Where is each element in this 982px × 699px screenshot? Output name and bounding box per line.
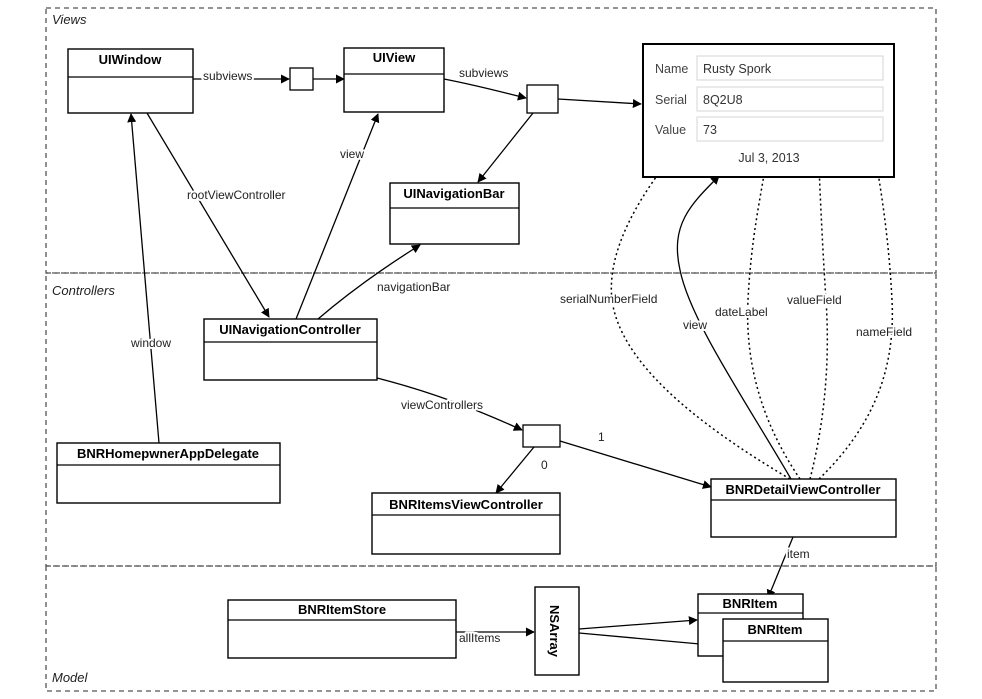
zone-label-model: Model bbox=[52, 670, 89, 685]
edge-labels: subviews subviews view rootViewControlle… bbox=[128, 64, 914, 647]
label-index-zero: 0 bbox=[541, 458, 548, 472]
zone-model: Model bbox=[45, 565, 937, 692]
edge-view bbox=[295, 113, 380, 320]
ns-array-box: NSArray bbox=[534, 586, 580, 676]
value-field bbox=[696, 116, 884, 142]
label-item: item bbox=[787, 547, 810, 561]
zone-label-views: Views bbox=[52, 12, 87, 27]
label-all-items: allItems bbox=[459, 631, 500, 645]
label-window: window bbox=[130, 336, 171, 350]
ui-window-box: UIWindow bbox=[67, 48, 194, 114]
ns-array-title: NSArray bbox=[547, 605, 562, 658]
name-label: Name bbox=[655, 62, 688, 76]
zone-label-controllers: Controllers bbox=[52, 283, 115, 298]
serial-label: Serial bbox=[655, 93, 687, 107]
edge-navigation-bar bbox=[317, 244, 421, 320]
edge-view-subviews bbox=[443, 78, 527, 101]
edge-detail-view bbox=[676, 175, 792, 480]
edge-array-item-back bbox=[578, 616, 698, 630]
item-back-title: BNRItem bbox=[723, 596, 778, 611]
ui-navigation-bar-box: UINavigationBar bbox=[389, 182, 520, 245]
zone-controllers: Controllers bbox=[45, 272, 937, 567]
app-delegate-box: BNRHomepwnerAppDelegate bbox=[56, 442, 281, 504]
label-view-controllers: viewControllers bbox=[401, 398, 483, 412]
ui-window-title: UIWindow bbox=[99, 52, 163, 67]
items-view-controller-box: BNRItemsViewController bbox=[371, 492, 561, 555]
label-window-subviews: subviews bbox=[203, 69, 252, 83]
ui-navigation-controller-title: UINavigationController bbox=[219, 322, 361, 337]
label-date-label: dateLabel bbox=[715, 305, 768, 319]
subviews-collection-node-view bbox=[526, 84, 559, 114]
edge-date-label bbox=[746, 162, 801, 480]
item-store-box: BNRItemStore bbox=[227, 599, 457, 659]
label-value-field: valueField bbox=[787, 293, 842, 307]
name-field bbox=[696, 55, 884, 81]
label-index-one: 1 bbox=[598, 430, 605, 444]
detail-view-controller-title: BNRDetailViewController bbox=[725, 482, 880, 497]
detail-screen-mockup: Name Rusty Spork Serial 8Q2U8 Value 73 J… bbox=[642, 43, 895, 178]
edge-subviews-detail-screen bbox=[557, 98, 642, 109]
ui-navigation-bar-title: UINavigationBar bbox=[403, 186, 504, 201]
subviews-collection-node-window bbox=[289, 67, 314, 91]
edge-view-controllers bbox=[376, 377, 523, 431]
edge-item bbox=[766, 536, 794, 599]
ui-navigation-controller-box: UINavigationController bbox=[203, 318, 378, 381]
serial-value: 8Q2U8 bbox=[703, 93, 743, 107]
items-view-controller-title: BNRItemsViewController bbox=[389, 497, 543, 512]
serial-field bbox=[696, 86, 884, 112]
zone-views: Views bbox=[45, 7, 937, 274]
label-name-field: nameField bbox=[856, 325, 912, 339]
label-view: view bbox=[340, 147, 364, 161]
edge-index-one bbox=[559, 440, 712, 489]
item-store-title: BNRItemStore bbox=[298, 602, 386, 617]
edge-value-field bbox=[809, 142, 829, 480]
app-delegate-title: BNRHomepwnerAppDelegate bbox=[77, 446, 259, 461]
label-view-subviews: subviews bbox=[459, 66, 508, 80]
ui-view-box: UIView bbox=[343, 47, 445, 113]
value-value: 73 bbox=[703, 123, 717, 137]
label-navigation-bar: navigationBar bbox=[377, 280, 450, 294]
edge-root-view-controller bbox=[146, 112, 270, 318]
edge-serial-number-field bbox=[610, 130, 791, 480]
label-serial-number-field: serialNumberField bbox=[560, 292, 657, 306]
item-front-title: BNRItem bbox=[748, 622, 803, 637]
ui-view-title: UIView bbox=[373, 50, 416, 65]
item-front-box: BNRItem bbox=[722, 618, 829, 683]
edge-index-zero bbox=[495, 446, 535, 494]
detail-view-controller-box: BNRDetailViewController bbox=[710, 478, 897, 538]
value-label: Value bbox=[655, 123, 686, 137]
label-detail-view: view bbox=[683, 318, 707, 332]
view-controllers-collection-node bbox=[522, 424, 561, 448]
name-value: Rusty Spork bbox=[703, 62, 772, 76]
edge-window bbox=[127, 113, 160, 444]
edge-subviews-navigation-bar bbox=[477, 112, 534, 183]
label-root-view-controller: rootViewController bbox=[187, 188, 286, 202]
edges bbox=[127, 74, 794, 650]
date-label: Jul 3, 2013 bbox=[738, 151, 799, 165]
